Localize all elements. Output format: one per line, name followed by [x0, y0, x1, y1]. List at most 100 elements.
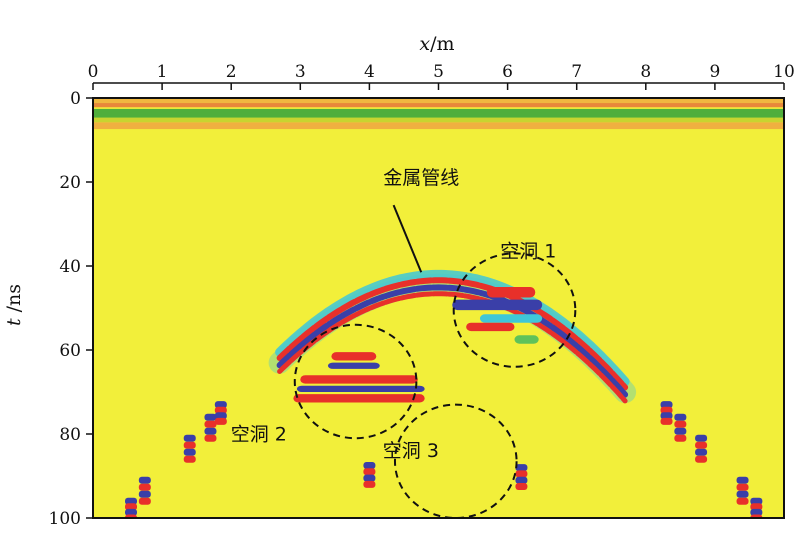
diffraction-dot [214, 417, 227, 425]
surface-band [93, 103, 784, 108]
surface-band [93, 122, 784, 130]
diffraction-dot [674, 427, 687, 435]
void-circle [452, 252, 577, 368]
annotation-leader-line [392, 204, 423, 273]
diffraction-dot [204, 434, 217, 442]
diffraction-dot [674, 413, 687, 421]
plot-border [92, 97, 785, 519]
diffraction-dot [515, 483, 528, 490]
plot-area [93, 98, 784, 518]
void-2-reflection-5 [514, 335, 539, 344]
diffraction-dot [695, 448, 708, 456]
x-axis-variable: x [419, 33, 430, 55]
annotation-label: 空洞 2 [231, 423, 287, 445]
diffraction-dot [125, 508, 138, 516]
diffraction-dot [214, 401, 227, 409]
diffraction-dot [695, 434, 708, 442]
void-reflections [293, 287, 543, 403]
surface-band [93, 108, 784, 118]
diffraction-dot [674, 420, 687, 428]
x-tick-label: 5 [433, 62, 444, 82]
x-tick-label: 8 [640, 62, 651, 82]
annotation-label: 空洞 3 [383, 440, 439, 462]
diffraction-dot [214, 406, 227, 414]
diffraction-dot [736, 476, 749, 484]
diffraction-dot [183, 448, 196, 456]
diffraction-dot [515, 470, 528, 478]
x-tick-label: 2 [226, 62, 237, 82]
diffraction-dot [183, 434, 196, 442]
y-tick-label: 100 [49, 509, 81, 529]
diffraction-dot [138, 490, 151, 498]
diffraction-dot [363, 468, 376, 476]
surface-band [93, 117, 784, 123]
plot-background [93, 98, 784, 518]
void-1-reflection-3 [300, 375, 418, 384]
void-1-reflection-4 [296, 385, 425, 392]
diffraction-dot [214, 412, 227, 420]
x-tick-label: 0 [88, 62, 99, 82]
diffraction-dot [736, 497, 749, 505]
x-axis-title: x/m [419, 33, 454, 55]
void-2-reflection-4 [466, 322, 515, 332]
diffraction-dot [204, 427, 217, 435]
diffraction-dot [736, 483, 749, 491]
void-1-reflection-1 [331, 352, 377, 361]
annotation-label: 金属管线 [383, 167, 459, 189]
y-axis-unit: /ns [3, 284, 25, 318]
y-tick-label: 80 [59, 425, 81, 445]
diffraction-dot [138, 483, 151, 491]
x-tick-label: 1 [157, 62, 168, 82]
void-circle [393, 403, 518, 519]
diffraction-dot [750, 508, 763, 516]
diffraction-dot [515, 464, 528, 472]
diffraction-dot [750, 497, 763, 505]
y-tick-label: 60 [59, 341, 81, 361]
void-2-reflection-3 [479, 314, 543, 323]
diffraction-dot [125, 497, 138, 505]
x-axis-unit: /m [430, 33, 454, 55]
y-tick-label: 20 [59, 173, 81, 193]
diffraction-dot [750, 503, 763, 511]
diffraction-dot [125, 503, 138, 511]
diffraction-dot [695, 441, 708, 449]
x-tick-label: 7 [571, 62, 582, 82]
void-2-reflection-1 [486, 287, 536, 298]
x-tick-label: 9 [709, 62, 720, 82]
annotation-label: 空洞 1 [500, 241, 556, 263]
hyperbola-layer-2 [276, 277, 629, 391]
diffraction-dot [660, 401, 673, 409]
diffraction-dot [363, 462, 376, 469]
diffraction-dot [660, 406, 673, 414]
x-tick-label: 10 [773, 62, 795, 82]
y-axis-variable: t [3, 318, 25, 326]
hyperbola-layer-1 [275, 269, 630, 387]
diffraction-dot [660, 412, 673, 420]
diffraction-dot [660, 417, 673, 425]
diffraction-dot [363, 480, 376, 488]
diffraction-dot [183, 441, 196, 449]
diffraction-dot [204, 420, 217, 428]
x-tick-label: 6 [502, 62, 513, 82]
void-circle [293, 323, 418, 440]
diffraction-points [125, 401, 763, 518]
void-1-reflection-5 [293, 394, 425, 403]
hyperbola-layer-4 [277, 291, 628, 404]
y-tick-label: 40 [59, 257, 81, 277]
diffraction-dot [138, 476, 151, 484]
diffraction-dot [363, 474, 376, 482]
diffraction-dot [515, 476, 528, 484]
x-tick-label: 4 [364, 62, 375, 82]
diffraction-dot [736, 490, 749, 498]
diffraction-dot [204, 413, 217, 421]
void-1-reflection-2 [327, 362, 380, 369]
diffraction-dot [138, 497, 151, 505]
void-2-reflection-2 [452, 299, 543, 311]
y-axis-title: t /ns [3, 284, 25, 326]
diffraction-dot [695, 455, 708, 463]
y-tick-label: 0 [70, 89, 81, 109]
diffraction-dot [674, 434, 687, 442]
